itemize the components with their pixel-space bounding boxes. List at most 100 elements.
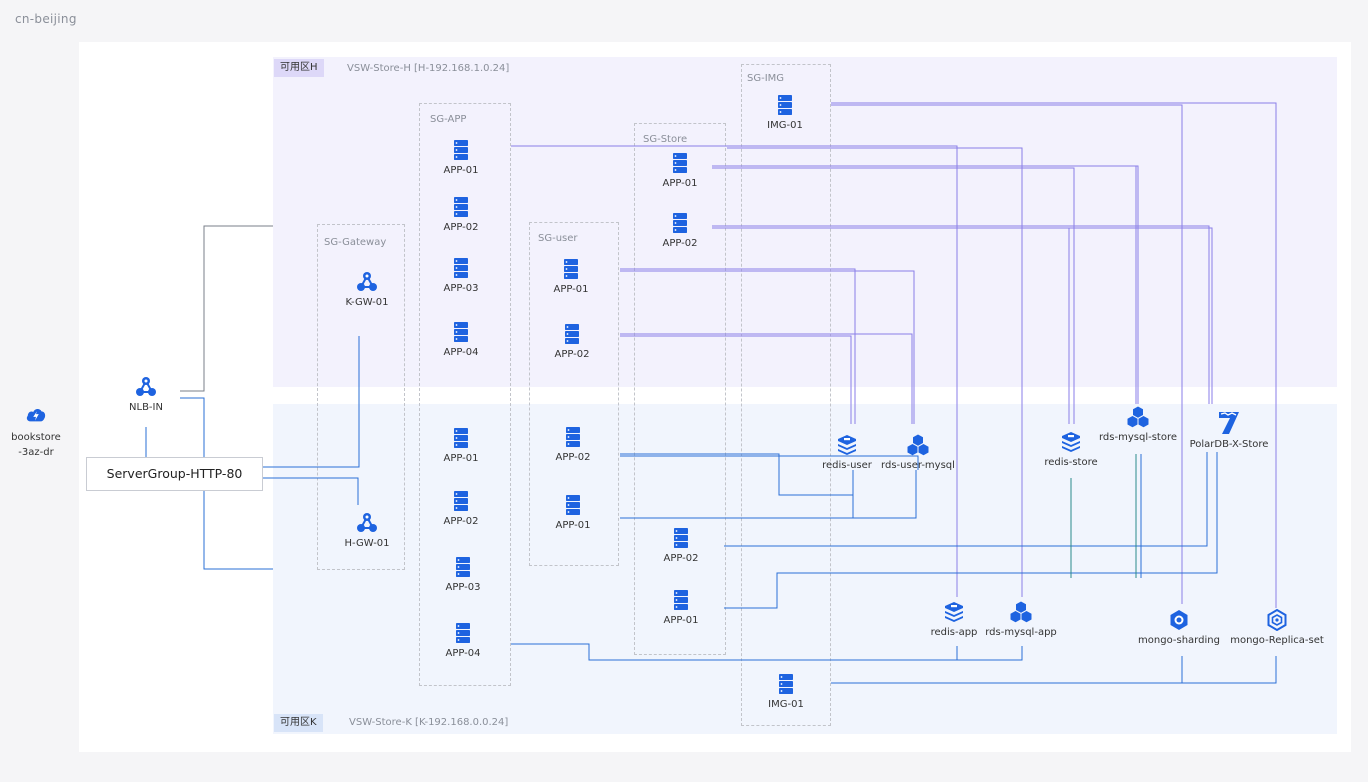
node-nlb[interactable]: NLB-IN <box>91 376 201 413</box>
node-app-h2[interactable]: APP-02 <box>406 196 516 233</box>
node-label: K-GW-01 <box>345 297 389 308</box>
region-label: cn-beijing <box>15 12 77 26</box>
ecs-server-icon <box>452 622 474 644</box>
node-polardb[interactable]: PolarDB-X-Store <box>1174 409 1284 450</box>
sg-app-label: SG-APP <box>430 114 467 125</box>
ecs-server-icon <box>670 589 692 611</box>
mongo-replica-icon <box>1266 608 1288 632</box>
node-redis-app[interactable]: redis-app <box>899 601 1009 638</box>
node-label: APP-01 <box>443 453 479 464</box>
node-user-h2[interactable]: APP-02 <box>517 323 627 360</box>
node-label: APP-01 <box>663 615 699 626</box>
ecs-server-icon <box>450 427 472 449</box>
load-balancer-icon <box>135 376 157 398</box>
ecs-server-icon <box>450 321 472 343</box>
node-label: APP-04 <box>445 648 481 659</box>
sg-img-box <box>741 64 831 726</box>
sg-img-label: SG-IMG <box>747 73 785 84</box>
node-user-h1[interactable]: APP-01 <box>516 258 626 295</box>
sg-user-label: SG-user <box>538 233 578 244</box>
ecs-server-icon <box>562 494 584 516</box>
node-label: IMG-01 <box>768 699 804 710</box>
ecs-server-icon <box>452 556 474 578</box>
node-user-k2[interactable]: APP-02 <box>518 426 628 463</box>
node-label: redis-store <box>1044 457 1098 468</box>
node-store-h1[interactable]: APP-01 <box>625 152 735 189</box>
zone-k-tag: 可用区K <box>274 714 323 732</box>
node-label: rds-mysql-store <box>1099 432 1177 443</box>
node-label: APP-01 <box>662 178 698 189</box>
ecs-server-icon <box>560 258 582 280</box>
node-app-h1[interactable]: APP-01 <box>406 139 516 176</box>
node-kgw[interactable]: K-GW-01 <box>312 271 422 308</box>
node-store-k2[interactable]: APP-02 <box>626 527 736 564</box>
ecs-server-icon <box>450 139 472 161</box>
node-rds-user-mysql[interactable]: rds-user-mysql <box>863 434 973 471</box>
node-label: APP-01 <box>553 284 589 295</box>
redis-icon <box>1060 431 1082 453</box>
zone-h-vswitch: VSW-Store-H [H-192.168.1.0.24] <box>347 63 510 74</box>
node-app-h3[interactable]: APP-03 <box>406 257 516 294</box>
node-rds-mysql-store[interactable]: rds-mysql-store <box>1083 406 1193 443</box>
gateway-icon <box>356 512 378 534</box>
node-img-h[interactable]: IMG-01 <box>730 94 840 131</box>
gateway-icon <box>356 271 378 293</box>
node-mongo-sharding[interactable]: mongo-sharding <box>1124 609 1234 646</box>
node-app-h4[interactable]: APP-04 <box>406 321 516 358</box>
node-label: APP-02 <box>443 222 479 233</box>
redis-icon <box>943 601 965 623</box>
node-label: rds-user-mysql <box>881 460 955 471</box>
ecs-server-icon <box>450 490 472 512</box>
rds-mysql-icon <box>1010 601 1032 623</box>
node-label: NLB-IN <box>129 402 163 413</box>
node-app-k3[interactable]: APP-03 <box>408 556 518 593</box>
node-label: PolarDB-X-Store <box>1189 439 1269 450</box>
zone-k-vswitch: VSW-Store-K [K-192.168.0.0.24] <box>349 717 509 728</box>
node-label: H-GW-01 <box>344 538 390 549</box>
ecs-server-icon <box>669 152 691 174</box>
node-user-k1[interactable]: APP-01 <box>518 494 628 531</box>
node-label: APP-02 <box>443 516 479 527</box>
zone-h-tag: 可用区H <box>274 59 324 77</box>
node-label: redis-app <box>930 627 978 638</box>
polardb-icon <box>1216 409 1242 435</box>
node-store-k1[interactable]: APP-01 <box>626 589 736 626</box>
node-label: mongo-sharding <box>1138 635 1220 646</box>
node-label: mongo-Replica-set <box>1230 635 1324 646</box>
node-label: APP-03 <box>445 582 481 593</box>
ecs-server-icon <box>561 323 583 345</box>
node-redis-store[interactable]: redis-store <box>1016 431 1126 468</box>
node-app-k2[interactable]: APP-02 <box>406 490 516 527</box>
node-app-k1[interactable]: APP-01 <box>406 427 516 464</box>
ecs-server-icon <box>450 257 472 279</box>
node-store-h2[interactable]: APP-02 <box>625 212 735 249</box>
node-label: APP-04 <box>443 347 479 358</box>
node-redis-user[interactable]: redis-user <box>792 434 902 471</box>
node-hgw[interactable]: H-GW-01 <box>312 512 422 549</box>
node-rds-mysql-app[interactable]: rds-mysql-app <box>966 601 1076 638</box>
ecs-server-icon <box>775 673 797 695</box>
node-bookstore[interactable]: bookstore -3az-dr <box>0 404 91 460</box>
ecs-server-icon <box>562 426 584 448</box>
node-img-k[interactable]: IMG-01 <box>731 673 841 710</box>
node-label: APP-02 <box>663 553 699 564</box>
mongo-sharding-icon <box>1168 609 1190 631</box>
node-label: APP-03 <box>443 283 479 294</box>
node-app-k4[interactable]: APP-04 <box>408 622 518 659</box>
node-label: APP-01 <box>555 520 591 531</box>
sg-store-label: SG-Store <box>643 134 688 145</box>
server-group-box[interactable]: ServerGroup-HTTP-80 <box>86 457 263 491</box>
node-label: bookstore -3az-dr <box>11 432 61 458</box>
sg-gateway-label: SG-Gateway <box>324 237 387 248</box>
rds-mysql-icon <box>907 434 929 456</box>
rds-mysql-icon <box>1127 406 1149 428</box>
sg-store-box <box>634 123 726 655</box>
node-mongo-replica[interactable]: mongo-Replica-set <box>1222 608 1332 646</box>
node-label: APP-01 <box>443 165 479 176</box>
node-label: redis-user <box>822 460 872 471</box>
node-label: APP-02 <box>555 452 591 463</box>
ecs-server-icon <box>450 196 472 218</box>
node-label: APP-02 <box>554 349 590 360</box>
sg-app-box <box>419 103 511 686</box>
